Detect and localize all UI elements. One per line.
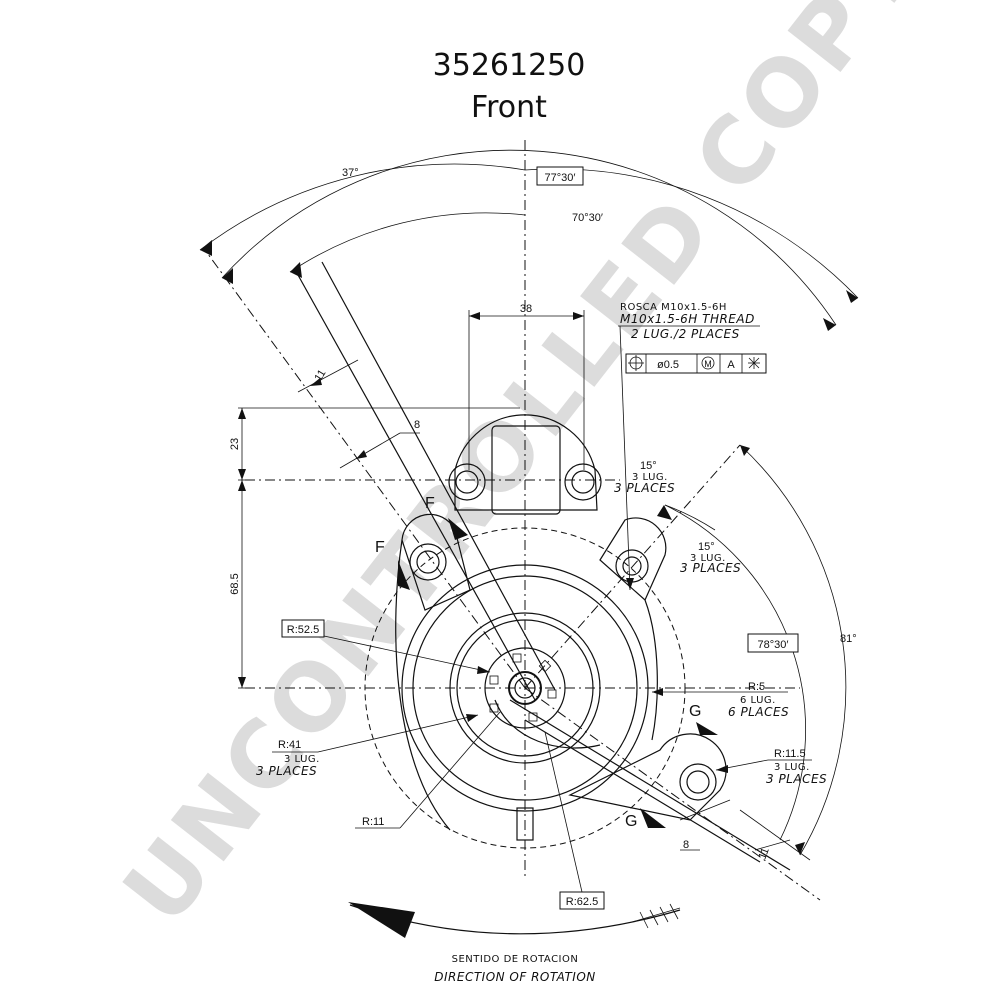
angle-77-30: 77°30′	[545, 172, 576, 184]
part-number: 35261250	[433, 48, 586, 83]
tolerance-modifier: M	[704, 359, 712, 369]
radius-11: R:11	[362, 816, 384, 828]
angle-37: 37°	[342, 167, 359, 179]
linear-dimensions: 38 23 68.5 11 8 8 11	[229, 303, 811, 861]
radius-5: R:5	[748, 681, 765, 693]
section-g-lower: G	[625, 813, 637, 830]
dim-11-top: 11	[312, 368, 328, 384]
watermark: UNCONTROLLED COPY	[103, 0, 940, 944]
lug15b-places: 3 PLACES	[680, 561, 741, 575]
angle-81: 81°	[840, 633, 857, 645]
angle-70-30: 70°30′	[572, 212, 603, 224]
angle-15-b: 15°	[698, 541, 715, 553]
angle-dimensions: 37° 77°30′ 70°30′ 78°30′ 81°	[199, 149, 859, 856]
radius-41-places: 3 PLACES	[256, 764, 317, 778]
arrow-feather-icon	[631, 903, 681, 929]
dim-68-5: 68.5	[229, 573, 241, 594]
lug-angle-labels: 15° 3 LUG. 3 PLACES 15° 3 LUG. 3 PLACES	[614, 460, 741, 575]
tolerance-datum: A	[727, 359, 735, 371]
section-f-upper: F	[425, 495, 435, 512]
radius-11-5-lugs: 3 LUG.	[774, 762, 810, 773]
section-f-lower: F	[375, 539, 385, 556]
radius-52-5: R:52.5	[287, 624, 319, 636]
view-label: Front	[471, 90, 547, 125]
radius-62-5: R:62.5	[566, 896, 598, 908]
thread-callout: ROSCA M10x1.5-6H M10x1.5-6H THREAD 2 LUG…	[618, 302, 767, 591]
dim-8-top: 8	[414, 419, 420, 431]
dim-38: 38	[520, 303, 532, 315]
radius-41: R:41	[278, 739, 301, 751]
lug15b-count: 3 LUG.	[690, 553, 726, 564]
radius-5-lugs: 6 LUG.	[740, 695, 776, 706]
dim-8-bottom: 8	[683, 839, 689, 851]
radius-5-places: 6 PLACES	[728, 705, 789, 719]
radius-11-5-places: 3 PLACES	[766, 772, 827, 786]
starter-body	[297, 261, 791, 871]
thread-line-en: M10x1.5-6H THREAD	[620, 312, 755, 326]
radius-callouts: R:52.5 R:41 3 LUG. 3 PLACES R:11 R:62.5 …	[256, 619, 827, 910]
section-g-upper: G	[689, 703, 701, 720]
thread-lugs: 2 LUG./2 PLACES	[631, 327, 740, 341]
rotation-arrow: SENTIDO DE ROTACION DIRECTION OF ROTATIO…	[348, 902, 681, 984]
rotation-label-es: SENTIDO DE ROTACION	[452, 954, 579, 965]
lug15a-count: 3 LUG.	[632, 472, 668, 483]
section-markers: F F G G	[375, 495, 718, 830]
thread-line-es: ROSCA M10x1.5-6H	[620, 302, 727, 313]
angle-78-30: 78°30′	[758, 639, 789, 651]
dim-11-bottom: 11	[757, 846, 772, 861]
radius-11-5: R:11.5	[774, 748, 806, 760]
angle-15-a: 15°	[640, 460, 657, 472]
rotation-label-en: DIRECTION OF ROTATION	[434, 970, 595, 984]
asterisk-icon	[748, 357, 760, 369]
dim-23: 23	[229, 438, 241, 450]
tolerance-value: ø0.5	[657, 359, 679, 371]
radius-41-lugs: 3 LUG.	[284, 754, 320, 765]
lug15a-places: 3 PLACES	[614, 481, 675, 495]
